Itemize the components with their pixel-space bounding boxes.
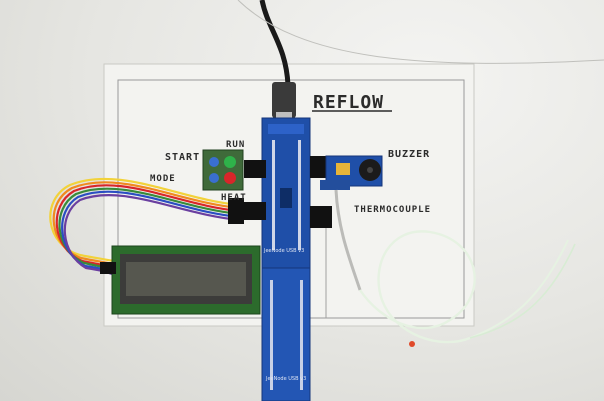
- thermocouple-board: [320, 180, 350, 190]
- buzzer-label: BUZZER: [388, 149, 430, 160]
- button-blue: [209, 157, 219, 167]
- usb-cable: [259, 0, 291, 86]
- button-blue-2: [209, 173, 219, 183]
- button-board: [202, 149, 244, 191]
- thermocouple-wire: [334, 189, 576, 347]
- ribbon-cable: [49, 177, 241, 278]
- start-label: START: [165, 152, 200, 163]
- mode-label: MODE: [150, 174, 176, 184]
- heat-label: HEAT: [221, 193, 247, 203]
- main-board-text: JeeNode USB v3: [263, 248, 304, 254]
- title-label: REFLOW: [313, 92, 384, 113]
- main-board-bottom-text: JeeNode USB v3: [265, 376, 306, 382]
- thermocouple-label: THERMOCOUPLE: [354, 205, 431, 215]
- usb-plug: [272, 82, 296, 118]
- button-red: [224, 172, 236, 184]
- button-green: [224, 156, 236, 168]
- run-label: RUN: [226, 140, 245, 150]
